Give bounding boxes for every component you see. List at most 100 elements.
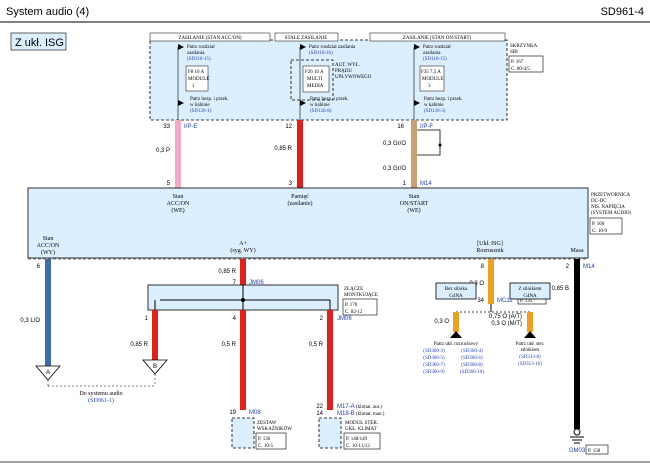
aircon-pin-1: 22 (316, 404, 323, 410)
isg-right-label-2: silnikiem (521, 348, 540, 353)
sbi-ref-2: C. 80-4/5 (511, 67, 530, 72)
mc11-ref: P. 135 (520, 299, 533, 304)
aircon-name-1: MODUŁ STER. (345, 421, 378, 426)
col2-note-2: PRĄDU (335, 69, 352, 74)
col1-fuse-2: MODULE (188, 77, 209, 82)
sbi-col-label-2: STAŁE ZASILANIE (285, 36, 328, 41)
sbi-col-label-1: ZASILANIE (STAN ACC/ON) (178, 36, 242, 41)
col3-bottom-2: w kabinie (424, 103, 444, 108)
audio-ref: (SD961-1) (88, 397, 114, 404)
col2-breaker-box (290, 59, 334, 101)
cluster-ref-1: P. 136 (258, 437, 271, 442)
label-acc-out-3: (WY) (41, 249, 55, 256)
cluster-ref-2: C. 10-5 (258, 444, 274, 449)
label-mem-2: (zasilanie) (288, 200, 313, 207)
wire-blue (45, 259, 51, 366)
label-gnd: Masa (571, 248, 584, 254)
isg-right-ref-2: (SD313-16) (518, 362, 542, 367)
isg-right-ref-1: (SD313-8) (519, 355, 541, 360)
label-isg-2: Rozrusznik (476, 248, 503, 254)
connector-a-label: A (46, 370, 50, 376)
sbi-col-label-3: ZASILANIE (STAN ON/START) (403, 36, 472, 41)
pin-16: 16 (397, 124, 404, 130)
joint-name-1: ZŁĄCZE (344, 287, 363, 292)
wire-aplus-label: 0,85 R (218, 269, 236, 275)
isg-wire-right-2: 0,3 O (M/T) (491, 321, 522, 327)
pin-1: 1 (403, 181, 407, 187)
converter-ref-box (589, 217, 623, 235)
col2-bottom-ref: (SD120-8) (310, 109, 332, 114)
wire-red-aircon (327, 310, 333, 410)
col3-see-ref: (SD110-15) (423, 57, 447, 62)
col2-note-1: AUT. WYŁ. (335, 63, 360, 68)
converter-name-2: DC-DC (591, 199, 607, 204)
sbi-col-label-1-box (149, 32, 271, 42)
cluster-ref-box (255, 432, 287, 450)
col1-see-1: Patrz rozdział (187, 45, 215, 50)
joint-pin-4: 4 (233, 316, 237, 322)
wire-tan-label-1: 0,3 Gr/O (383, 141, 406, 147)
variant-label: Z ukł. ISG (15, 37, 64, 49)
wire-red-cluster (240, 310, 246, 410)
label-isg-1: [Ukł. ISG] (477, 241, 503, 247)
isg-right-label-1: Patrz ukł. ster. (516, 342, 545, 347)
pin-5: 5 (167, 181, 171, 187)
sbi-name-2: SBI (510, 50, 518, 55)
isg-wire-left: 0,3 O (434, 319, 449, 325)
connector-b-icon (142, 359, 168, 375)
aircon-ref-box (343, 432, 381, 450)
connector-a-icon (35, 365, 61, 381)
label-aplus-1: A+ (239, 241, 247, 247)
ground-id: GM03 (569, 448, 586, 454)
cluster-name-1: ZESTAW (257, 421, 277, 426)
pin-8: 8 (481, 264, 485, 270)
col3-see-1: Patrz rozdział (423, 45, 451, 50)
converter-name-1: PRZETWORNICA (591, 193, 631, 198)
col1-bottom-2: w kabinie (190, 103, 210, 108)
isg-left-ref-4: (SD360-6) (461, 356, 483, 361)
wire-tan-label-2: 0,3 Gr/O (383, 166, 406, 172)
wire-tan (411, 120, 417, 188)
wire-red-aircon-label: 0,5 R (309, 342, 324, 348)
audio-label: Do systemu audio (79, 391, 122, 397)
wire-pink-label: 0,3 P (156, 148, 170, 154)
pin-33: 33 (163, 124, 170, 130)
joint-ref-2: C. 82-12 (345, 310, 363, 315)
col3-bottom-ref: (SD120-3) (424, 109, 446, 114)
label-acc-in-2: ACC/ON (167, 201, 190, 207)
col1-bottom-1: Patrz bezp. i przek. (190, 97, 228, 102)
label-acc-out-1: Stan (43, 236, 54, 242)
sbi-ref-box (508, 55, 544, 73)
label-on-in-2: ON/START (400, 201, 429, 207)
cluster-conn: M08 (249, 410, 261, 416)
converter-box (27, 187, 589, 259)
converter-ref-1: P. 160 (592, 222, 605, 227)
no-engine-box (435, 282, 477, 300)
pin-6: 6 (37, 264, 41, 270)
wire-red-top (297, 120, 303, 188)
ground-ring-icon (573, 428, 581, 436)
tan-node (438, 143, 442, 147)
converter-ref-2: C. 10-9 (592, 229, 608, 234)
conn-ipf: I/P-F (420, 124, 433, 130)
cluster-box (231, 417, 255, 449)
pin-7: 7 (233, 280, 237, 286)
col2-fuse-3: MEDIA (307, 84, 324, 89)
col3-fuse-3: 3 (428, 84, 431, 89)
col3-fuse-1: F35 7,5 A (421, 70, 441, 75)
sbi-col-label-2-box (274, 32, 339, 42)
aircon-conn-1: M17-A (337, 404, 355, 410)
aircon-ref-1: P. 148/149 (346, 437, 368, 442)
wire-black (574, 259, 580, 429)
pin-3: 3 (289, 181, 293, 187)
isg-left-ref-3: (SD360-5) (423, 356, 445, 361)
aircon-pin-2: 14 (316, 411, 323, 417)
sbi-col-label-3-box (369, 32, 506, 42)
connector-b-label: B (153, 364, 157, 370)
wire-orange-right (527, 312, 533, 332)
with-engine-1: Z silnikiem (519, 287, 542, 292)
col1-bottom-ref: (SD120-1) (190, 109, 212, 114)
cluster-pin: 19 (229, 410, 236, 416)
col1-see-ref: (SD110-15) (187, 57, 211, 62)
cluster-name-2: WSKAŹNIKÓW (257, 426, 292, 432)
